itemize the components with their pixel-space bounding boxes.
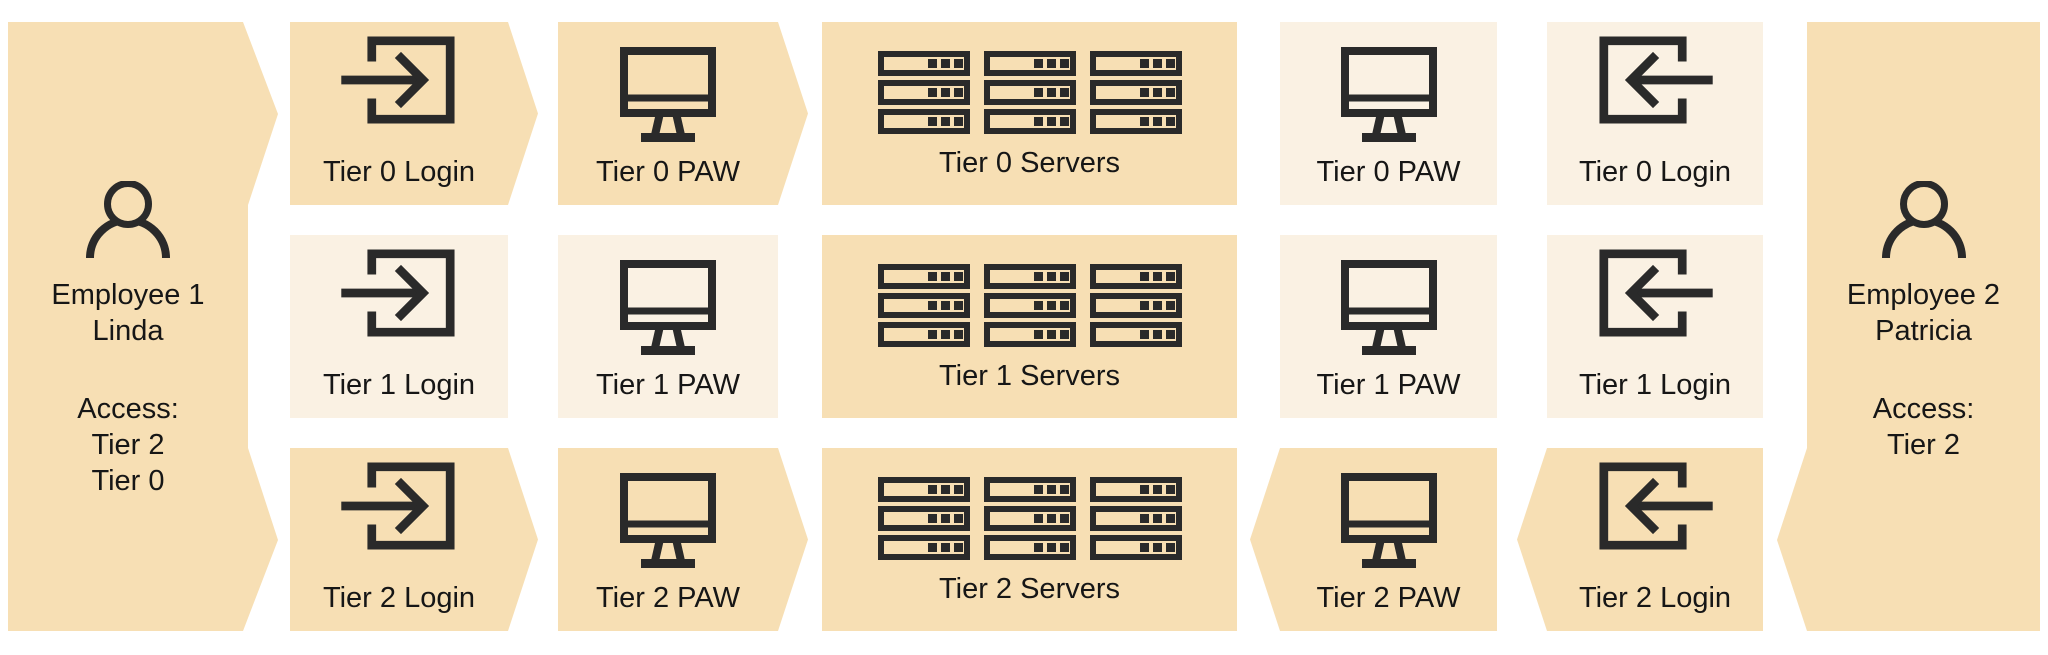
cell-tier1-servers: Tier 1 Servers [822, 235, 1237, 418]
login-arrow-right-icon [339, 31, 459, 129]
cell-label: Tier 0 Servers [938, 147, 1121, 179]
cell-tier1-paw-right: Tier 1 PAW [1280, 235, 1497, 418]
login-arrow-left-icon [1595, 457, 1715, 555]
server-unit-icon [878, 293, 970, 318]
employee-name: Employee 1 Linda [51, 277, 204, 349]
employee-title: Employee 1 [51, 279, 205, 311]
employee-access: Access: Tier 2 [1873, 391, 1975, 463]
login-arrow-left-icon [1595, 244, 1715, 342]
cell-tier1-login-right: Tier 1 Login [1547, 235, 1763, 418]
server-rack-icon [878, 51, 1182, 134]
server-unit-icon [984, 51, 1076, 76]
monitor-icon [1339, 258, 1439, 362]
employee-access: Access: Tier 2 Tier 0 [77, 391, 179, 499]
server-unit-icon [984, 293, 1076, 318]
login-arrow-right-icon [339, 457, 459, 555]
cell-tier2-servers: Tier 2 Servers [822, 448, 1237, 631]
server-unit-icon [878, 535, 970, 560]
access-tier: Tier 0 [91, 465, 165, 497]
server-unit-icon [878, 80, 970, 105]
person-icon [1880, 181, 1968, 259]
monitor-icon [618, 45, 718, 149]
access-label: Access: [1872, 393, 1975, 425]
server-unit-icon [984, 322, 1076, 347]
server-unit-icon [878, 264, 970, 289]
cell-tier0-paw-right: Tier 0 PAW [1280, 22, 1497, 205]
cell-tier1-login-left: Tier 1 Login [290, 235, 508, 418]
cell-tier0-servers: Tier 0 Servers [822, 22, 1237, 205]
server-unit-icon [1090, 80, 1182, 105]
server-rack-icon [878, 477, 1182, 560]
cell-label: Tier 1 PAW [596, 369, 740, 401]
cell-tier0-paw-left: Tier 0 PAW [558, 22, 808, 205]
monitor-icon [1339, 471, 1439, 575]
cell-tier2-paw-right: Tier 2 PAW [1250, 448, 1497, 631]
server-rack-icon [878, 264, 1182, 347]
cell-label: Tier 2 Servers [938, 573, 1121, 605]
employee-first-name: Linda [92, 315, 164, 347]
server-unit-icon [1090, 293, 1182, 318]
monitor-icon [618, 471, 718, 575]
server-unit-icon [1090, 51, 1182, 76]
login-arrow-left-icon [1595, 31, 1715, 129]
cell-label: Tier 0 Login [1578, 156, 1732, 188]
server-unit-icon [878, 109, 970, 134]
server-unit-icon [984, 109, 1076, 134]
server-unit-icon [1090, 477, 1182, 502]
employee-first-name: Patricia [1875, 315, 1972, 347]
cell-label: Tier 1 Servers [938, 360, 1121, 392]
server-unit-icon [878, 322, 970, 347]
cell-label: Tier 2 Login [322, 582, 476, 614]
server-unit-icon [1090, 535, 1182, 560]
cell-label: Tier 0 Login [322, 156, 476, 188]
cell-tier0-login-right: Tier 0 Login [1547, 22, 1763, 205]
monitor-icon [1339, 45, 1439, 149]
cell-tier0-login-left: Tier 0 Login [290, 22, 538, 205]
server-unit-icon [984, 535, 1076, 560]
server-unit-icon [984, 264, 1076, 289]
cell-tier1-paw-left: Tier 1 PAW [558, 235, 778, 418]
employee-2-block: Employee 2 Patricia Access: Tier 2 [1777, 22, 2040, 631]
access-tier: Tier 2 [91, 429, 165, 461]
server-unit-icon [984, 80, 1076, 105]
employee-name: Employee 2 Patricia [1847, 277, 2000, 349]
server-unit-icon [1090, 264, 1182, 289]
cell-label: Tier 1 Login [1578, 369, 1732, 401]
cell-label: Tier 0 PAW [1316, 156, 1461, 188]
server-unit-icon [984, 506, 1076, 531]
monitor-icon [618, 258, 718, 362]
server-unit-icon [878, 51, 970, 76]
cell-label: Tier 1 Login [322, 369, 476, 401]
access-label: Access: [77, 393, 179, 425]
employee-1-block: Employee 1 Linda Access: Tier 2 Tier 0 [8, 22, 278, 631]
person-icon [84, 181, 172, 259]
cell-label: Tier 2 Login [1578, 582, 1732, 614]
server-unit-icon [984, 477, 1076, 502]
cell-label: Tier 0 PAW [596, 156, 740, 188]
cell-label: Tier 2 PAW [596, 582, 740, 614]
employee-title: Employee 2 [1846, 279, 2001, 311]
cell-tier2-login-right: Tier 2 Login [1517, 448, 1763, 631]
server-unit-icon [1090, 109, 1182, 134]
server-unit-icon [1090, 322, 1182, 347]
login-arrow-right-icon [339, 244, 459, 342]
access-tier: Tier 2 [1886, 429, 1961, 461]
cell-label: Tier 2 PAW [1316, 582, 1461, 614]
cell-label: Tier 1 PAW [1316, 369, 1461, 401]
cell-tier2-login-left: Tier 2 Login [290, 448, 538, 631]
server-unit-icon [878, 506, 970, 531]
server-unit-icon [1090, 506, 1182, 531]
cell-tier2-paw-left: Tier 2 PAW [558, 448, 808, 631]
server-unit-icon [878, 477, 970, 502]
